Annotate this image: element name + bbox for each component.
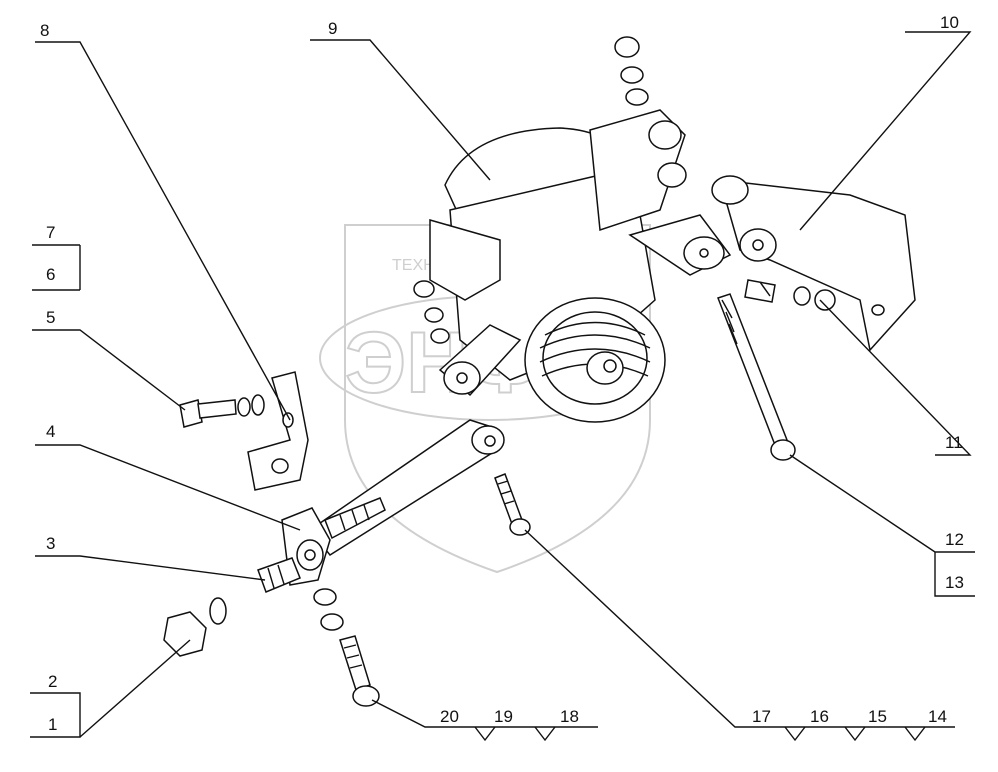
adjusting-arm-4 bbox=[308, 419, 505, 556]
bracket-8 bbox=[247, 371, 309, 491]
callout-1: 1 bbox=[48, 715, 57, 734]
callout-4: 4 bbox=[46, 422, 55, 441]
callout-18: 18 bbox=[560, 707, 579, 726]
callout-11: 11 bbox=[945, 433, 963, 452]
nut-washer-stack-left bbox=[413, 280, 450, 344]
callout-6: 6 bbox=[46, 265, 55, 284]
leader-lines bbox=[30, 31, 975, 742]
callout-7: 7 bbox=[46, 223, 55, 242]
nut-washer-stack-top bbox=[614, 36, 649, 106]
callout-9: 9 bbox=[328, 19, 337, 38]
nut-1 bbox=[163, 597, 227, 657]
bolt-17 bbox=[494, 473, 531, 536]
callout-3: 3 bbox=[46, 534, 55, 553]
callout-15: 15 bbox=[868, 707, 887, 726]
callout-12: 12 bbox=[945, 530, 964, 549]
callout-labels: 8 9 10 7 6 5 4 3 2 1 11 12 13 20 19 18 1… bbox=[40, 13, 964, 734]
long-bolt-12 bbox=[717, 293, 796, 461]
callout-17: 17 bbox=[752, 707, 771, 726]
callout-14: 14 bbox=[928, 707, 947, 726]
alternator bbox=[429, 109, 687, 423]
callout-16: 16 bbox=[810, 707, 829, 726]
callout-8: 8 bbox=[40, 21, 49, 40]
callout-2: 2 bbox=[48, 672, 57, 691]
callout-10: 10 bbox=[940, 13, 959, 32]
callout-13: 13 bbox=[945, 573, 964, 592]
bolt-11 bbox=[744, 279, 836, 311]
trunnion-block bbox=[257, 507, 331, 593]
bolt-20 bbox=[313, 588, 380, 707]
callout-20: 20 bbox=[440, 707, 459, 726]
callout-19: 19 bbox=[494, 707, 513, 726]
bolt-5 bbox=[179, 394, 265, 428]
callout-5: 5 bbox=[46, 308, 55, 327]
mounting-bracket bbox=[628, 175, 916, 352]
